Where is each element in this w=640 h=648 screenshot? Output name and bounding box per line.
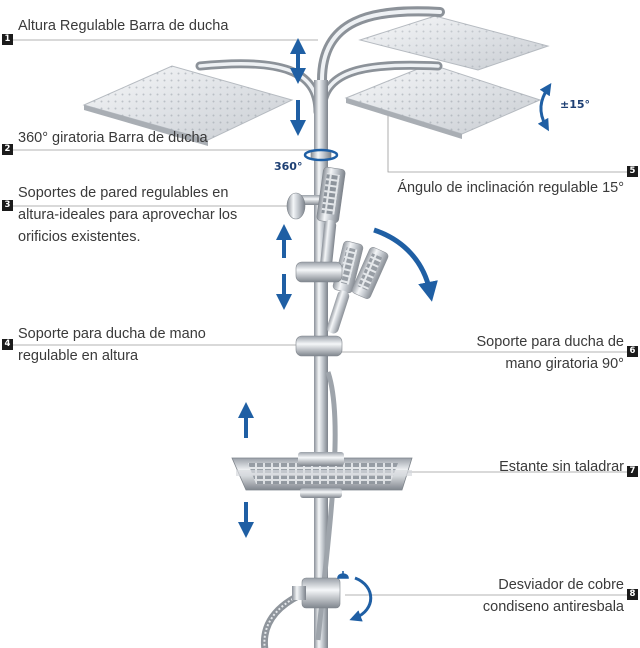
riser-pipe bbox=[314, 80, 328, 648]
callout-number-badge: 4 bbox=[2, 339, 13, 350]
tilt-annotation: ±15° bbox=[560, 98, 591, 111]
hand-shower-rotated bbox=[326, 240, 389, 334]
hand-shower bbox=[316, 166, 346, 272]
callout-number-badge: 7 bbox=[627, 466, 638, 477]
rotate-arrow-icon bbox=[303, 148, 339, 162]
callout-number-badge: 5 bbox=[627, 166, 638, 177]
shower-icon bbox=[337, 571, 349, 579]
shower-shelf bbox=[231, 452, 413, 498]
callout-number-badge: 2 bbox=[2, 144, 13, 155]
callout-number-badge: 1 bbox=[2, 34, 13, 45]
callout-text: 360° giratoria Barra de ducha bbox=[18, 130, 208, 146]
rotation-annotation: 360° bbox=[274, 160, 303, 173]
callout-number-badge: 6 bbox=[627, 346, 638, 357]
callout-number-badge: 3 bbox=[2, 200, 13, 211]
arrows bbox=[238, 48, 552, 622]
holder-lower bbox=[295, 335, 343, 357]
diverter-valve bbox=[292, 577, 341, 609]
callout-number-badge: 8 bbox=[627, 589, 638, 600]
leader-lines bbox=[12, 39, 627, 596]
callout-text: Desviador de cobre condiseno antiresbala bbox=[482, 577, 624, 615]
callout-text: Ángulo de inclinación regulable 15° bbox=[397, 180, 624, 196]
wall-bracket bbox=[286, 192, 320, 220]
holder-upper bbox=[295, 261, 343, 283]
callout-text: Soporte para ducha de mano regulable en … bbox=[18, 326, 206, 364]
callout-text: Estante sin taladrar bbox=[499, 459, 624, 475]
callout-text: Soporte para ducha de mano giratoria 90° bbox=[476, 334, 624, 372]
callout-text: Altura Regulable Barra de ducha bbox=[18, 18, 229, 34]
overhead-shower-heads bbox=[82, 15, 550, 146]
callout-text: Soportes de pared regulables en altura-i… bbox=[18, 185, 238, 245]
